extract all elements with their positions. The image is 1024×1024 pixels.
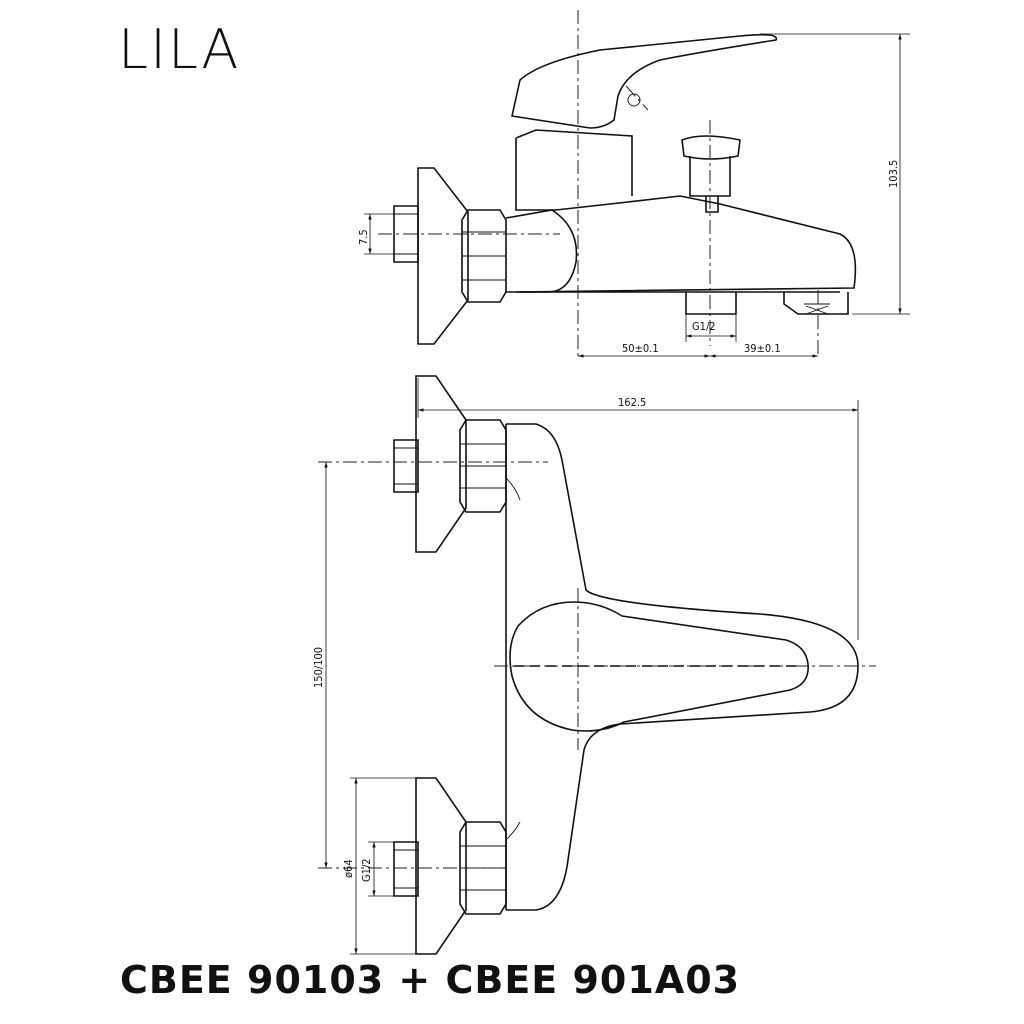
- model-number: CBEE 90103 + CBEE 901A03: [120, 958, 741, 1002]
- dim-height-label: 103.5: [887, 160, 900, 188]
- dim-outlet-thread-label: G1/2: [692, 320, 716, 333]
- dim-flange-diameter-label: ø64: [342, 859, 355, 878]
- side-view: 103.5 7.5 G1/2 50±0.1 39±0.1: [357, 10, 910, 358]
- top-view: 162.5 150/100 ø64 G1/2: [312, 375, 876, 955]
- dim-spout-distance-label: 50±0.1: [622, 342, 659, 355]
- dim-inlet-thread-label: G1/2: [360, 858, 373, 882]
- product-title: LILA: [118, 18, 241, 81]
- dim-spacing-label: 150/100: [312, 647, 325, 688]
- dim-spout-offset-label: 39±0.1: [744, 342, 781, 355]
- dim-total-length-label: 162.5: [618, 396, 646, 409]
- dim-inlet-offset-label: 7.5: [357, 229, 370, 245]
